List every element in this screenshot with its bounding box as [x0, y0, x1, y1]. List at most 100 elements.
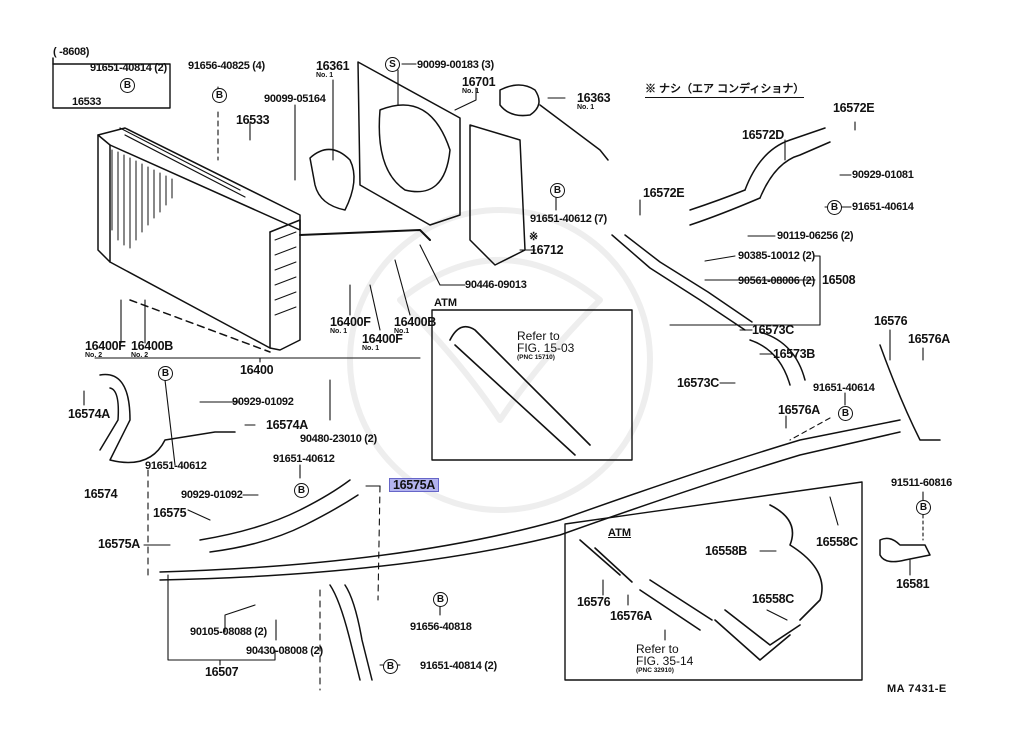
part-16576-upper[interactable]: 16576 — [874, 314, 908, 328]
part-16400F-no1-a[interactable]: 16400F No. 1 — [330, 316, 371, 335]
part-16572D[interactable]: 16572D — [742, 128, 784, 142]
part-sub-label: No. 1 — [330, 328, 348, 335]
part-16576A-upper[interactable]: 16576A — [908, 332, 950, 346]
part-16507[interactable]: 16507 — [205, 665, 239, 679]
part-sub-label: No. 2 — [85, 352, 103, 359]
atm-upper-reference[interactable]: Refer to FIG. 15-03 (PNC 15710) — [517, 330, 574, 362]
part-16573C-lower[interactable]: 16573C — [677, 376, 719, 390]
part-91656-40825[interactable]: 91656-40825 (4) — [188, 60, 265, 72]
part-16581[interactable]: 16581 — [896, 577, 930, 591]
part-sub-label: No. 1 — [577, 104, 595, 111]
part-16572E-upper[interactable]: 16572E — [833, 101, 875, 115]
part-sub-label: No. 1 — [462, 88, 480, 95]
figure-link[interactable]: FIG. 15-03 — [517, 341, 575, 355]
part-90430-08008[interactable]: 90430-08008 (2) — [246, 645, 323, 657]
part-91651-40814[interactable]: 91651-40814 (2) — [420, 660, 497, 672]
atm-upper-label: ATM — [434, 297, 458, 309]
part-number: 16701 — [462, 75, 496, 89]
overflow-pipe — [299, 229, 431, 241]
part-number: 16400F — [85, 339, 126, 353]
part-16361[interactable]: 16361 No. 1 — [316, 59, 350, 79]
part-16558C-upper[interactable]: 16558C — [816, 535, 858, 549]
part-16576-lower[interactable]: 16576 — [577, 595, 611, 609]
part-16574A-right[interactable]: 16574A — [266, 418, 308, 432]
atm-lower-reference[interactable]: Refer to FIG. 35-14 (PNC 32910) — [636, 643, 693, 675]
atm-upper-box — [431, 309, 633, 461]
part-16712[interactable]: 16712 — [530, 243, 564, 257]
part-90099-00183[interactable]: 90099-00183 (3) — [417, 59, 494, 71]
pnc-code: (PNC 32910) — [636, 667, 674, 674]
inset-date-range: ( -8608) — [53, 46, 90, 58]
part-16701[interactable]: 16701 No. 1 — [462, 75, 496, 95]
part-16533[interactable]: 16533 — [236, 113, 270, 127]
part-sub-label: No. 1 — [362, 345, 380, 352]
leader-lines — [83, 63, 924, 691]
part-16400F-no2[interactable]: 16400F No. 2 — [85, 340, 126, 359]
part-90385-10012[interactable]: 90385-10012 (2) — [738, 250, 815, 262]
part-91651-40612-right[interactable]: 91651-40612 — [273, 453, 335, 465]
illustration-code: MA 7431-E — [887, 683, 947, 695]
part-16572E-lower[interactable]: 16572E — [643, 186, 685, 200]
radiator-illustration — [97, 127, 301, 353]
inset-part-91651-40814[interactable]: 91651-40814 (2) — [90, 62, 167, 74]
part-91651-40614-upper[interactable]: 91651-40614 — [852, 201, 914, 213]
part-91651-40612-left[interactable]: 91651-40612 — [145, 460, 207, 472]
part-16558B[interactable]: 16558B — [705, 544, 747, 558]
inset-box — [52, 63, 171, 109]
part-16363[interactable]: 16363 No. 1 — [577, 91, 611, 111]
part-16400[interactable]: 16400 — [240, 363, 274, 377]
part-number: 16400F — [362, 332, 403, 346]
b-bolt-mark-icon: B — [550, 183, 565, 198]
fan-shroud-illustration — [309, 61, 609, 266]
part-16576A-lower[interactable]: 16576A — [610, 609, 652, 623]
part-16575[interactable]: 16575 — [153, 506, 187, 520]
b-bolt-mark-icon: B — [838, 406, 853, 421]
part-number: 16363 — [577, 91, 611, 105]
part-number: 16361 — [316, 59, 350, 73]
s-screw-mark-icon: S — [385, 57, 400, 72]
pnc-code: (PNC 15710) — [517, 354, 555, 361]
part-90105-08088[interactable]: 90105-08088 (2) — [190, 626, 267, 638]
part-16400F-no1-b[interactable]: 16400F No. 1 — [362, 333, 403, 352]
part-16575A[interactable]: 16575A — [98, 537, 140, 551]
part-90929-01092-lower[interactable]: 90929-01092 — [181, 489, 243, 501]
part-16573C-upper[interactable]: 16573C — [752, 323, 794, 337]
part-90480-23010[interactable]: 90480-23010 (2) — [300, 433, 377, 445]
part-16574A-left[interactable]: 16574A — [68, 407, 110, 421]
part-90119-06256[interactable]: 90119-06256 (2) — [777, 230, 854, 242]
part-number: 16400F — [330, 315, 371, 329]
part-number: 16400B — [394, 315, 436, 329]
part-91651-40612-7[interactable]: 91651-40612 (7) — [530, 213, 607, 225]
part-16576A-middle[interactable]: 16576A — [778, 403, 820, 417]
figure-link[interactable]: FIG. 35-14 — [636, 654, 694, 668]
part-16508[interactable]: 16508 — [822, 273, 856, 287]
part-16575A-highlighted[interactable]: 16575A — [389, 478, 439, 492]
part-90929-01092-upper[interactable]: 90929-01092 — [232, 396, 294, 408]
b-bolt-mark-icon: B — [916, 500, 931, 515]
part-90561-08006[interactable]: 90561-08006 (2) — [738, 275, 815, 287]
part-16712-ac-mark: ※ — [529, 231, 538, 243]
b-bolt-mark-icon: B — [827, 200, 842, 215]
part-90446-09013[interactable]: 90446-09013 — [465, 279, 527, 291]
inset-part-16533[interactable]: 16533 — [72, 96, 102, 108]
part-16573B[interactable]: 16573B — [773, 347, 815, 361]
b-bolt-mark-icon: B — [212, 88, 227, 103]
part-sub-label: No.1 — [394, 328, 410, 335]
part-91651-40614-lower[interactable]: 91651-40614 — [813, 382, 875, 394]
b-bolt-mark-icon: B — [158, 366, 173, 381]
part-16574[interactable]: 16574 — [84, 487, 118, 501]
part-16400B-no1[interactable]: 16400B No.1 — [394, 316, 436, 335]
part-90099-05164[interactable]: 90099-05164 — [264, 93, 326, 105]
part-16400B-no2[interactable]: 16400B No. 2 — [131, 340, 173, 359]
atm-lower-box — [564, 481, 863, 681]
part-sub-label: No. 2 — [131, 352, 149, 359]
part-number: 16400B — [131, 339, 173, 353]
part-91656-40818[interactable]: 91656-40818 — [410, 621, 472, 633]
part-16558C-lower[interactable]: 16558C — [752, 592, 794, 606]
watermark-emblem — [347, 207, 653, 513]
part-91511-60816[interactable]: 91511-60816 — [891, 477, 952, 489]
refer-to-text: Refer to — [636, 642, 679, 656]
b-bolt-mark-icon: B — [294, 483, 309, 498]
part-90929-01081[interactable]: 90929-01081 — [852, 169, 914, 181]
